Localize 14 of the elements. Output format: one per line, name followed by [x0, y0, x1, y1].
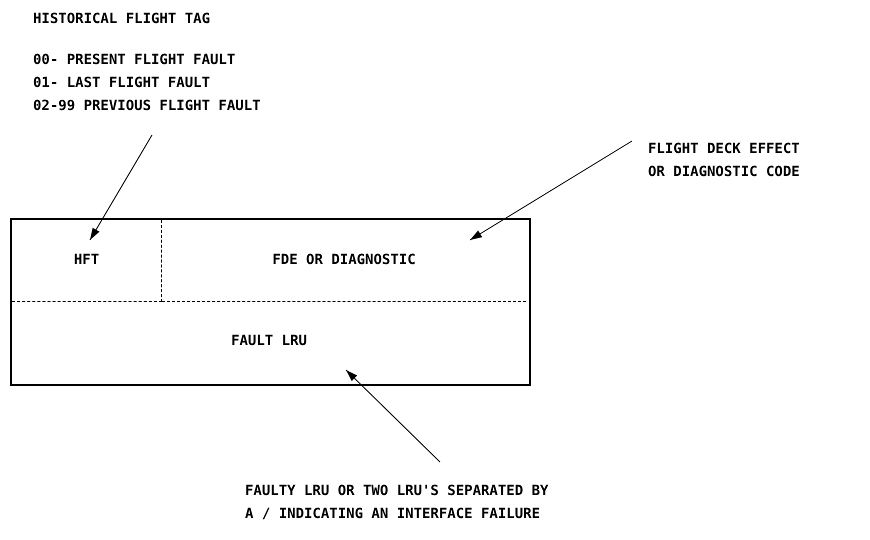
field-label: FAULT LRU	[231, 332, 307, 351]
legend-line: 01- LAST FLIGHT FAULT	[33, 74, 212, 93]
heading-text: HISTORICAL FLIGHT TAG	[33, 10, 212, 29]
callout-text: FLIGHT DECK EFFECT OR DIAGNOSTIC CODE	[648, 138, 818, 184]
legend-line: 02-99 PREVIOUS FLIGHT FAULT	[33, 97, 261, 116]
leader-arrow	[470, 140, 632, 240]
callout-text: FAULTY LRU OR TWO LRU'S SEPARATED BY A / INDICATING AN INTERFACE FAILURE	[245, 480, 585, 526]
display-field	[12, 220, 162, 302]
field-label: FDE OR DIAGNOSTIC	[272, 251, 416, 270]
display-frame	[10, 218, 531, 386]
leader-arrow	[346, 370, 440, 462]
legend-line: 00- PRESENT FLIGHT FAULT	[33, 51, 236, 70]
leader-arrow	[90, 134, 152, 240]
field-label: HFT	[74, 251, 100, 270]
